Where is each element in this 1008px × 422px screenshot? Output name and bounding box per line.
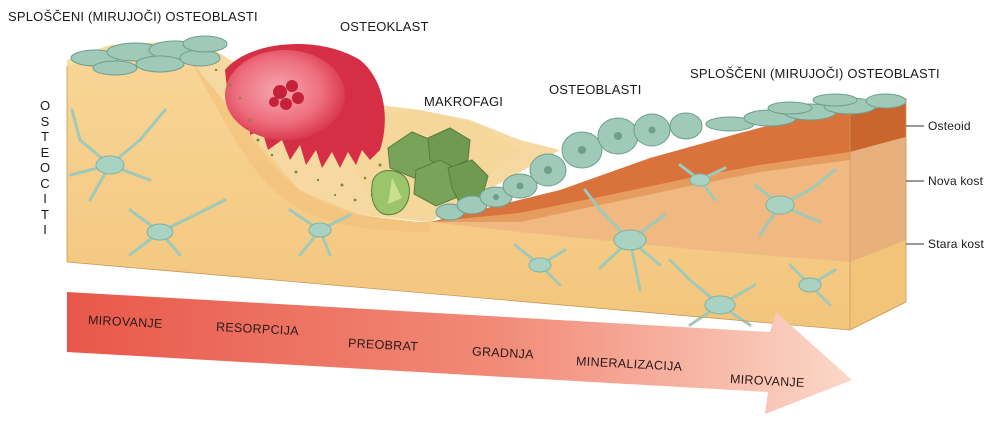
layer-label-old-bone: Stara kost bbox=[928, 237, 984, 251]
label-flat-osteoblasts-left: SPLOŠČENI (MIRUJOČI) OSTEOBLASTI bbox=[8, 9, 258, 24]
block-side-face bbox=[850, 98, 906, 330]
label-osteoblasts: OSTEOBLASTI bbox=[549, 82, 642, 97]
label-macrophages: MAKROFAGI bbox=[424, 94, 503, 109]
layer-label-osteoid: Osteoid bbox=[928, 119, 971, 133]
layer-leader-lines bbox=[906, 126, 924, 244]
label-flat-osteoblasts-right: SPLOŠČENI (MIRUJOČI) OSTEOBLASTI bbox=[690, 66, 940, 81]
layer-label-new-bone: Nova kost bbox=[928, 174, 983, 188]
label-osteoclast: OSTEOKLAST bbox=[340, 19, 429, 34]
